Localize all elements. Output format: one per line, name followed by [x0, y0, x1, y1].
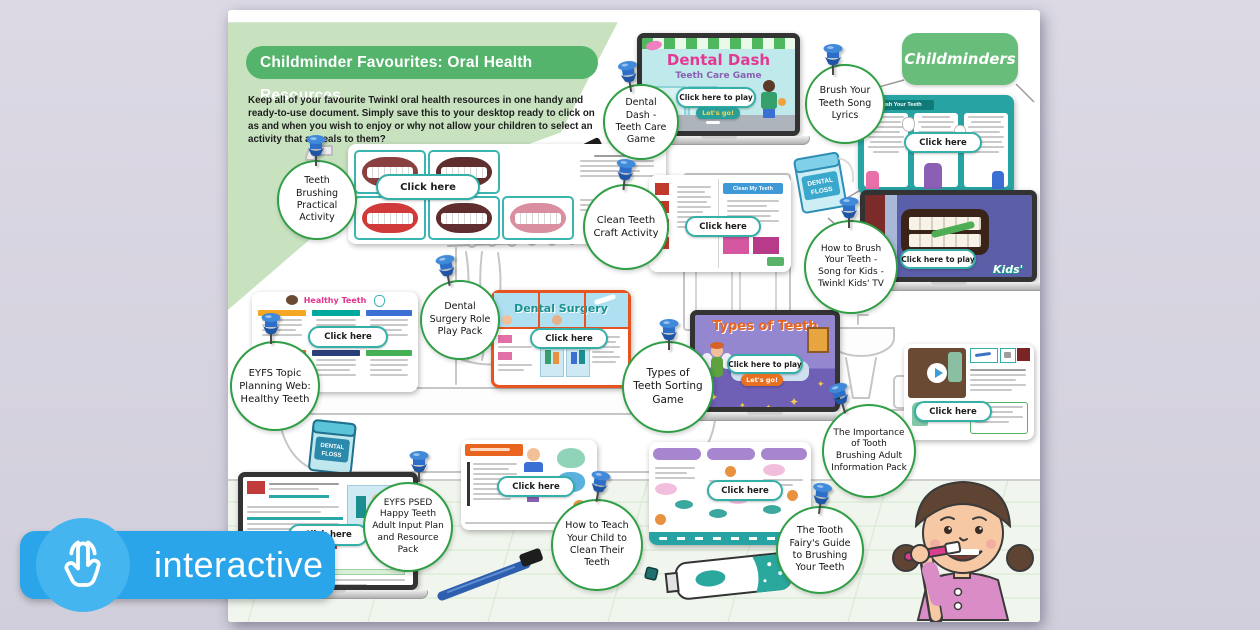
bubble-how-to-teach: How to Teach Your Child to Clean Their T…	[551, 499, 643, 591]
bubble-clean-teeth-craft: Clean Teeth Craft Activity	[583, 184, 669, 270]
pushpin-icon	[658, 318, 680, 351]
svg-text:DENTAL: DENTAL	[807, 177, 834, 188]
click-here-button-tooth-fairy[interactable]: Click here	[707, 480, 783, 501]
bubble-dental-dash: Dental Dash - Teeth Care Game	[603, 84, 679, 160]
game-subtitle: Teeth Care Game	[675, 71, 762, 81]
craft-title: Clean My Teeth	[733, 185, 773, 192]
click-here-to-play-button-dental-dash[interactable]: Click here to play	[676, 87, 756, 108]
child-character	[924, 163, 942, 189]
audience-tab-childminders: Childminders	[902, 33, 1018, 85]
interactive-badge: interactive	[20, 518, 335, 612]
pushpin-icon	[838, 196, 860, 229]
pack-title: Dental Surgery	[514, 302, 608, 315]
pushpin-icon	[260, 312, 282, 345]
bubble-tooth-fairy-guide: The Tooth Fairy's Guide to Brushing Your…	[776, 506, 864, 594]
toothbrush-icon	[437, 548, 543, 601]
page-title: Childminder Favourites: Oral Health Reso…	[246, 46, 598, 104]
tooth-icon	[374, 295, 385, 307]
girl-brushing-teeth-illustration	[892, 480, 1034, 622]
game-title: Types of Teeth	[712, 319, 818, 334]
pushpin-icon	[408, 450, 430, 483]
click-here-button-how-to-teach[interactable]: Click here	[497, 476, 575, 497]
bubble-eyfs-psed-pack: EYFS PSED Happy Teeth Adult Input Plan a…	[363, 482, 453, 572]
bubble-dental-surgery-pack: Dental Surgery Role Play Pack	[420, 280, 500, 360]
lets-go-button-dental-dash[interactable]: Let's go!	[696, 107, 740, 119]
svg-text:FLOSS: FLOSS	[811, 186, 834, 197]
thumbnail-tooth-brushing-info-pack[interactable]	[904, 344, 1034, 440]
dental-floss-box-icon: DENTAL FLOSS	[793, 151, 855, 214]
click-here-button-importance-pack[interactable]: Click here	[914, 401, 992, 422]
toothpaste-cap-icon	[644, 566, 659, 581]
lets-go-button-types-of-teeth[interactable]: Let's go!	[741, 374, 783, 386]
intro-text: Keep all of your favourite Twinkl oral h…	[248, 95, 595, 146]
song-title: Brush Your Teeth	[876, 102, 922, 108]
bubble-kids-tv-song: How to Brush Your Teeth - Song for Kids …	[804, 220, 898, 314]
click-here-button-dental-surgery[interactable]: Click here	[530, 328, 608, 349]
green-tag	[767, 257, 784, 266]
pushpin-icon	[616, 58, 642, 95]
pushpin-icon	[433, 252, 460, 289]
pushpin-icon	[808, 480, 834, 517]
click-here-button-clean-teeth[interactable]: Click here	[685, 216, 761, 237]
bubble-brush-your-teeth-song: Brush Your Teeth Song Lyrics	[805, 64, 885, 144]
interactive-label: interactive	[154, 544, 324, 585]
kids-tv-logo: Kids'	[993, 263, 1024, 276]
thumbnail-clean-teeth-craft[interactable]: Clean My Teeth	[649, 175, 791, 272]
svg-text:DENTAL: DENTAL	[320, 443, 345, 451]
planning-web-title: Healthy Teeth	[303, 296, 367, 305]
click-here-to-play-button-kids-tv[interactable]: Click here to play	[900, 249, 976, 269]
game-character	[756, 80, 786, 122]
bubble-eyfs-topic-planning-web: EYFS Topic Planning Web: Healthy Teeth	[230, 341, 320, 431]
click-here-button-healthy-teeth[interactable]: Click here	[308, 326, 388, 348]
pushpin-icon	[305, 134, 327, 167]
pushpin-icon	[612, 157, 638, 192]
tap-hand-icon	[36, 518, 130, 612]
resource-page: DENTAL FLOSS DENTAL FLOSS	[228, 10, 1040, 622]
svg-text:FLOSS: FLOSS	[321, 451, 342, 459]
tooth-character	[902, 117, 915, 132]
game-title: Dental Dash	[666, 51, 771, 69]
bubble-importance-pack: The Importance of Tooth Brushing Adult I…	[822, 404, 916, 498]
bear-icon	[286, 295, 298, 305]
bubble-teeth-brushing-activity: Teeth Brushing Practical Activity	[277, 160, 357, 240]
pushpin-icon	[822, 43, 844, 76]
dental-floss-box-icon: DENTAL FLOSS	[308, 419, 357, 475]
child-character	[527, 448, 540, 461]
play-button-icon	[927, 363, 947, 383]
child-character	[992, 171, 1004, 189]
click-here-button-song-lyrics[interactable]: Click here	[904, 132, 982, 153]
click-here-button-teeth-brushing[interactable]: Click here	[376, 174, 480, 200]
child-character	[866, 171, 879, 189]
click-here-to-play-button-types-of-teeth[interactable]: Click here to play	[727, 354, 803, 374]
bubble-types-of-teeth-game: Types of Teeth Sorting Game	[622, 341, 714, 433]
